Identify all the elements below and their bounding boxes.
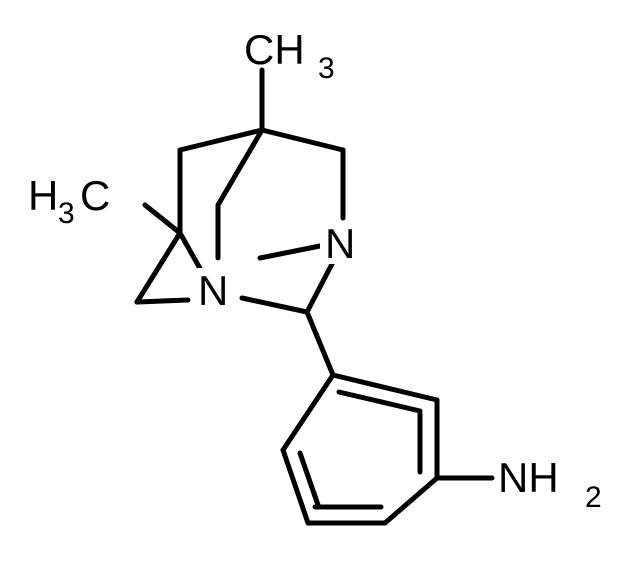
methyl-top-sub: 3 [318,52,335,85]
bond [177,230,205,275]
bond [142,202,183,236]
bond [330,372,440,403]
atom-label-methyl-left: H 3 C [28,172,110,230]
methyl-top-main: CH [244,26,305,73]
bond [215,127,265,208]
bond [304,259,336,315]
bond [280,372,336,453]
bond [336,389,423,414]
bond-group [134,67,346,378]
bond [177,127,265,153]
n-right: N [325,220,355,267]
bond [259,127,346,153]
amine-sub: 2 [585,481,602,514]
bond [382,475,440,526]
bond [239,295,310,315]
bond [304,309,336,378]
bond [134,230,183,305]
benzene-ring [280,372,495,526]
bond [297,450,321,508]
atom-label-n-left: N [193,267,237,314]
bond [280,447,311,526]
amine-main: NH [498,454,559,501]
bond [257,242,328,261]
atom-label-amine: NH 2 [498,454,602,514]
methyl-left-sub: 3 [58,197,75,230]
n-left: N [198,267,228,314]
bond [134,297,191,305]
methyl-left-tail: C [80,172,110,219]
atom-label-n-right: N [320,220,360,267]
atom-label-methyl-top: CH 3 [244,26,335,85]
methyl-left-main: H [28,172,58,219]
